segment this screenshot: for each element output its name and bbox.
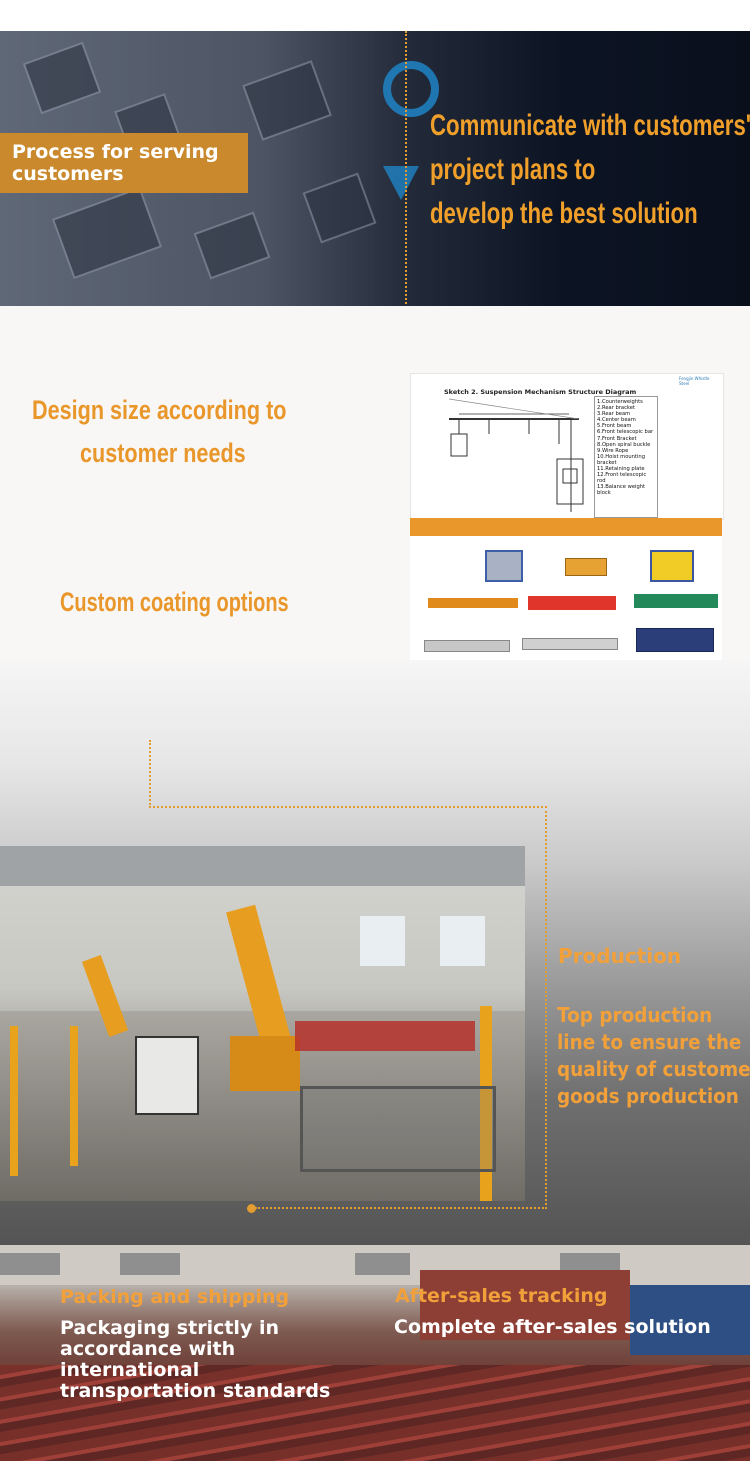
legend-item: 10.Hoist mounting bracket xyxy=(597,453,646,466)
production-text: Top production line to ensure the qualit… xyxy=(557,1002,750,1110)
dotted-connector xyxy=(149,806,547,808)
production-line: goods production xyxy=(557,1084,739,1108)
legend-item: 8.Open spiral buckle xyxy=(597,441,651,448)
coating-label: Custom coating options xyxy=(60,587,289,617)
warehouse-window xyxy=(560,1253,620,1275)
truck xyxy=(630,1285,750,1355)
legend-item: 4.Center beam xyxy=(597,417,636,424)
legend-item: 11.Retaining plate xyxy=(597,466,645,473)
safety-fence-post xyxy=(480,1006,492,1201)
work-table xyxy=(300,1086,496,1172)
connector-dot xyxy=(247,1204,256,1213)
chip-graphic xyxy=(242,60,332,141)
chip-graphic xyxy=(302,172,377,244)
banner-line: Communicate with customers' xyxy=(430,109,750,142)
packing-line: international xyxy=(60,1359,200,1381)
dotted-connector xyxy=(405,31,407,356)
diagram-divider-bar xyxy=(410,518,722,536)
aftersales-text: Complete after-sales solution xyxy=(394,1316,711,1338)
suspension-drawing xyxy=(448,398,584,512)
production-line: line to ensure the xyxy=(557,1030,742,1054)
production-line: quality of customer xyxy=(557,1057,750,1081)
robot-base xyxy=(230,1036,300,1091)
platform-thumb xyxy=(565,558,607,576)
chip-graphic xyxy=(193,211,271,280)
platform-thumb xyxy=(634,594,718,608)
factory-roof xyxy=(0,846,525,886)
legend-item: 9.Wire Rope xyxy=(597,447,629,454)
diagram-legend: 1.Counterweights 2.Rear bracket 3.Rear b… xyxy=(594,396,658,518)
design-line-1: Design size according to xyxy=(32,395,287,425)
warehouse-window xyxy=(120,1253,180,1275)
design-line-2: customer needs xyxy=(80,438,246,468)
packing-line: transportation standards xyxy=(60,1380,331,1402)
dotted-connector xyxy=(149,740,151,808)
platform-thumb xyxy=(650,550,694,582)
platform-thumb xyxy=(424,640,510,652)
legend-item: 2.Rear bracket xyxy=(597,405,635,412)
banner-line: project plans to xyxy=(430,153,596,186)
platform-thumb xyxy=(636,628,714,652)
roller-conveyor xyxy=(295,1021,475,1051)
chip-graphic xyxy=(51,186,163,280)
factory-photo xyxy=(0,846,525,1201)
triangle-graphic xyxy=(383,166,419,200)
legend-item: 12.Front telescopic rod xyxy=(597,472,647,485)
platform-thumb xyxy=(522,638,618,650)
diagram-title: Sketch 2. Suspension Mechanism Structure… xyxy=(444,388,637,396)
legend-item: 7.Front Bracket xyxy=(597,435,637,442)
diagram-logo: Fengjin Whistle Steel xyxy=(679,376,710,386)
structure-diagram: Sketch 2. Suspension Mechanism Structure… xyxy=(410,373,724,520)
legend-item: 5.Front beam xyxy=(597,423,632,430)
platform-thumb xyxy=(528,596,616,610)
aftersales-heading: After-sales tracking xyxy=(395,1285,608,1307)
control-cabinet xyxy=(135,1036,199,1115)
chip-graphic xyxy=(22,41,102,115)
dotted-connector xyxy=(545,806,547,1209)
warehouse-window xyxy=(0,1253,60,1275)
packing-heading: Packing and shipping xyxy=(60,1286,290,1308)
banner-line: develop the best solution xyxy=(430,197,698,230)
factory-window xyxy=(360,916,405,966)
production-heading: Production xyxy=(558,944,682,968)
packing-line: accordance with xyxy=(60,1338,236,1360)
safety-fence-post xyxy=(70,1026,78,1166)
safety-fence-post xyxy=(10,1026,18,1176)
legend-item: 1.Counterweights xyxy=(597,399,643,405)
production-line: Top production xyxy=(557,1003,713,1027)
legend-item: 3.Rear beam xyxy=(597,411,631,418)
banner-headline: Communicate with customers' project plan… xyxy=(430,104,750,236)
dotted-connector xyxy=(255,1207,547,1209)
container xyxy=(420,1270,630,1340)
legend-item: 13.Balance weight block xyxy=(597,484,646,497)
circle-graphic xyxy=(383,61,439,117)
warehouse-window xyxy=(355,1253,410,1275)
platform-thumb xyxy=(485,550,523,582)
packing-text: Packaging strictly in accordance with in… xyxy=(60,1318,330,1402)
legend-item: 6.Front telescopic bar xyxy=(597,429,654,436)
packing-line: Packaging strictly in xyxy=(60,1317,279,1339)
platform-thumb xyxy=(428,598,518,608)
factory-window xyxy=(440,916,485,966)
packed-goods xyxy=(0,1365,750,1461)
shipping-section xyxy=(0,1245,750,1461)
platform-gallery xyxy=(410,536,722,660)
banner-tag: Process for serving customers xyxy=(0,133,248,193)
